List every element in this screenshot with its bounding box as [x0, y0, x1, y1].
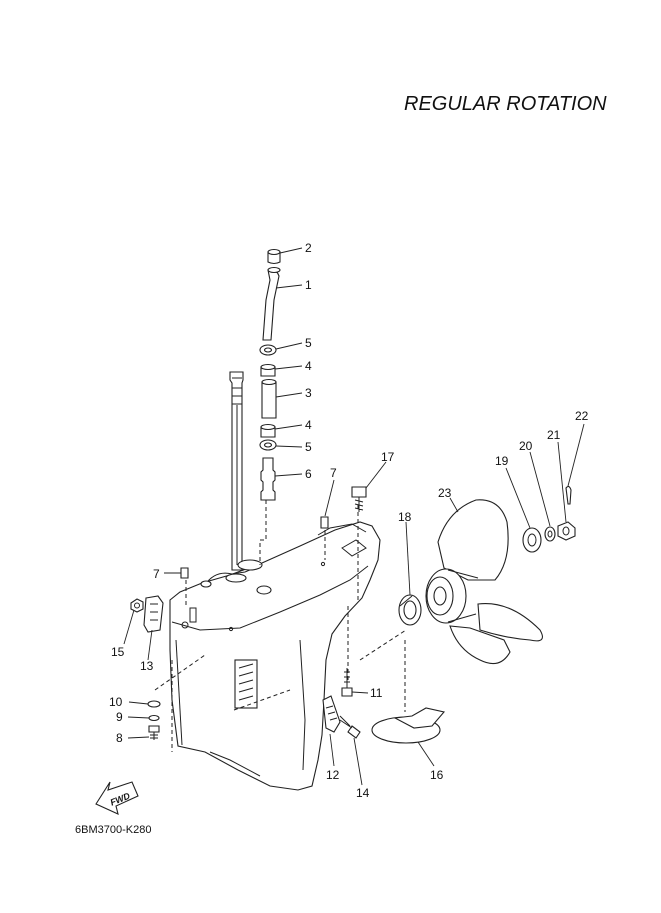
small-parts	[130, 486, 367, 740]
propeller-assembly	[371, 485, 576, 744]
leader-lines	[123, 247, 585, 786]
callout-3: 3	[305, 386, 312, 400]
callout-22: 22	[575, 409, 589, 423]
callout-20: 20	[519, 439, 533, 453]
callout-15: 15	[111, 645, 125, 659]
callout-numbers: 2 1 5 4 3 4 5 6 7 17 22 21 20 19 23 18 7…	[109, 241, 589, 800]
callout-19: 19	[495, 454, 509, 468]
diagram-code: 6BM3700-K280	[75, 824, 152, 836]
callout-9: 9	[116, 710, 123, 724]
callout-16: 16	[430, 768, 444, 782]
callout-17: 17	[381, 450, 395, 464]
callout-12: 12	[326, 768, 340, 782]
assembly-lines	[154, 500, 407, 752]
callout-11: 11	[370, 686, 383, 700]
lower-casing	[169, 521, 381, 791]
callout-7: 7	[153, 567, 160, 581]
callout-10: 10	[109, 695, 123, 709]
callout-5: 5	[305, 336, 312, 350]
callout-13: 13	[140, 659, 154, 673]
callout-21: 21	[547, 428, 561, 442]
callout-5: 5	[305, 440, 312, 454]
callout-1: 1	[305, 278, 312, 292]
callout-18: 18	[398, 510, 412, 524]
callout-6: 6	[305, 467, 312, 481]
drive-shaft	[229, 371, 244, 571]
callout-4: 4	[305, 418, 312, 432]
callout-8: 8	[116, 731, 123, 745]
water-tube-parts	[259, 248, 281, 501]
fwd-arrow: FWD	[95, 781, 139, 815]
diagram-title: REGULAR ROTATION	[404, 93, 607, 115]
callout-4: 4	[305, 359, 312, 373]
callout-2: 2	[305, 241, 312, 255]
callout-23: 23	[438, 486, 452, 500]
callout-7: 7	[330, 466, 337, 480]
callout-14: 14	[356, 786, 370, 800]
